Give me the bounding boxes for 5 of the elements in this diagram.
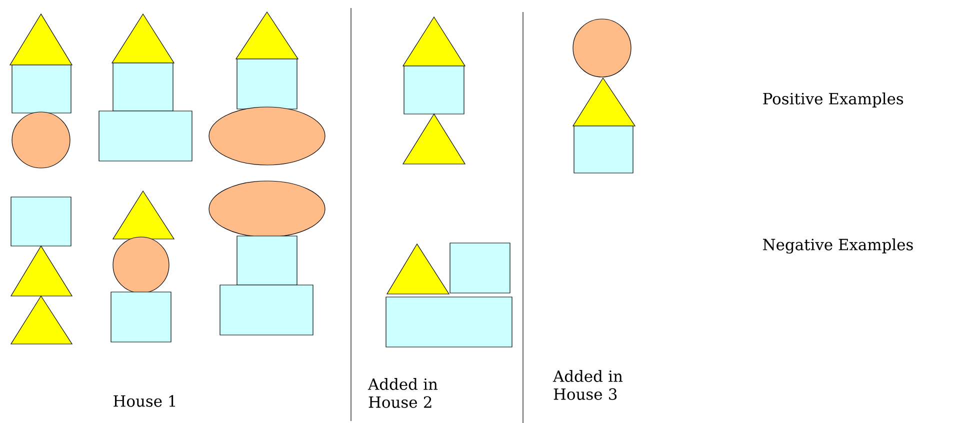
label: Negative Examples [763, 238, 913, 254]
label: House 1 [114, 395, 176, 407]
label: Positive Examples [763, 92, 904, 108]
label: Added in House 3 [552, 370, 623, 400]
label: Added in House 2 [368, 378, 438, 408]
